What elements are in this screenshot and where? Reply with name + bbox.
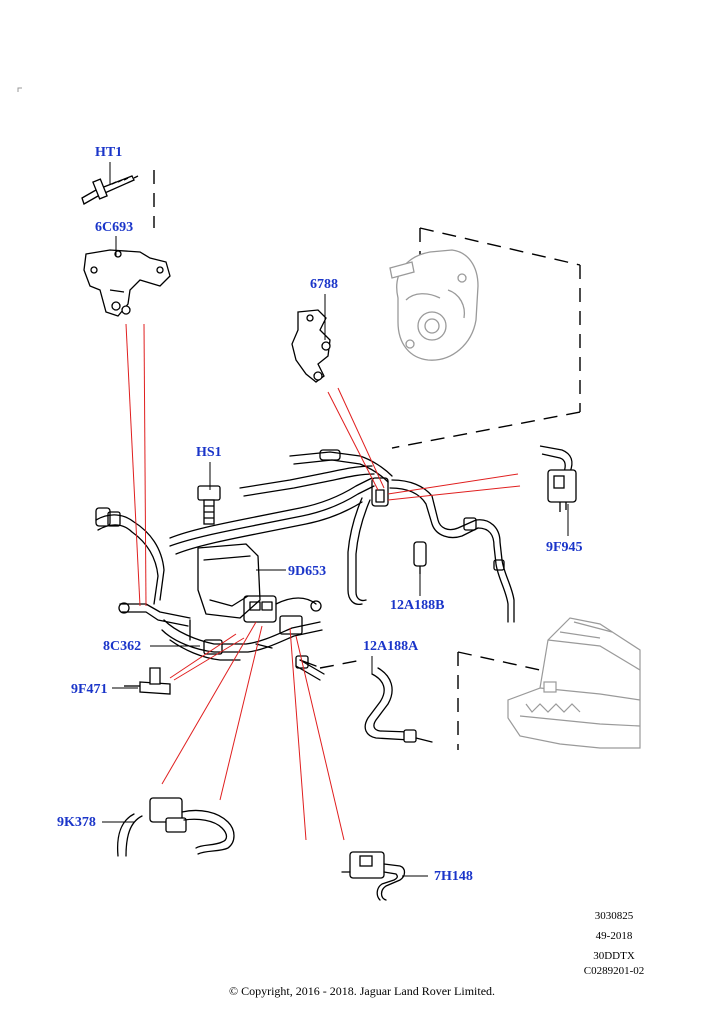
callout-9f945[interactable]: 9F945 xyxy=(546,540,583,555)
hose-harness-assembly xyxy=(95,449,515,681)
part-7h148-valve xyxy=(341,851,406,901)
black-leader-lines xyxy=(102,162,569,877)
callout-12a188a[interactable]: 12A188A xyxy=(363,639,419,654)
part-9k378-valve-hose xyxy=(116,797,235,857)
callout-12a188b[interactable]: 12A188B xyxy=(390,598,445,613)
part-12a188a-hose xyxy=(364,667,433,743)
dashed-outlines xyxy=(153,170,581,750)
corner-mark xyxy=(17,87,22,92)
part-6788-bracket xyxy=(291,309,331,383)
part-ht1-stud xyxy=(81,175,139,205)
callout-6c693[interactable]: 6C693 xyxy=(95,220,134,235)
part-6c693-bracket xyxy=(83,249,171,317)
reference-date: 49-2018 xyxy=(595,930,633,942)
callout-ht1[interactable]: HT1 xyxy=(95,145,123,160)
reference-model: 30DDTX xyxy=(593,950,635,962)
part-9f471-tee xyxy=(124,667,171,695)
callout-6788[interactable]: 6788 xyxy=(310,277,338,292)
callout-9d653[interactable]: 9D653 xyxy=(288,564,327,579)
vacuum-pump xyxy=(389,249,479,361)
air-cleaner xyxy=(507,617,641,749)
callout-hs1[interactable]: HS1 xyxy=(196,445,222,460)
copyright-notice: © Copyright, 2016 - 2018. Jaguar Land Ro… xyxy=(228,984,496,998)
reference-number: 3030825 xyxy=(594,910,634,922)
callout-9k378[interactable]: 9K378 xyxy=(57,815,96,830)
callout-8c362[interactable]: 8C362 xyxy=(103,639,142,654)
callout-7h148[interactable]: 7H148 xyxy=(434,869,473,884)
red-leader-lines xyxy=(125,323,521,841)
part-9f945-valve xyxy=(539,445,577,512)
part-hs1-bolt xyxy=(197,485,221,525)
reference-illustration-id: C0289201-02 xyxy=(583,965,645,977)
callout-9f471[interactable]: 9F471 xyxy=(71,682,108,697)
